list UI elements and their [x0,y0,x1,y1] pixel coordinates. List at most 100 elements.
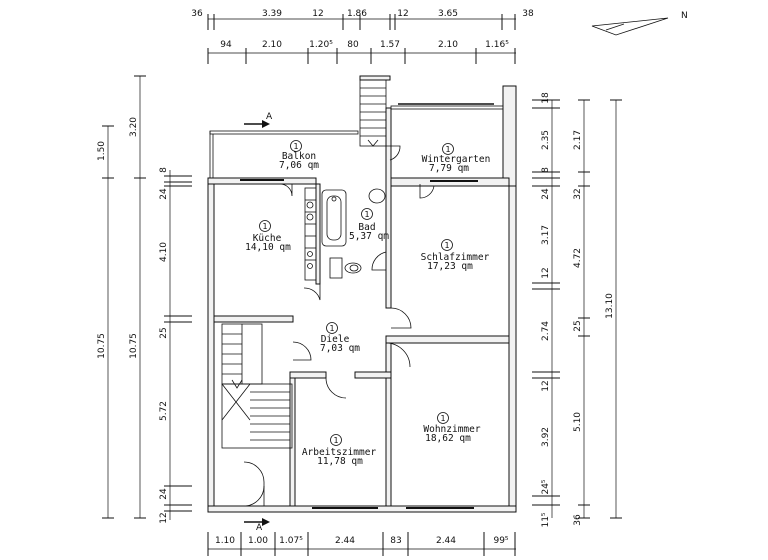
room-wintergarten: 1 Wintergarten 7,79 qm [422,143,491,174]
room-balkon: 1 Balkon 7,06 qm [279,140,319,171]
left-inner-1: 24 [159,188,169,200]
top-dim-2-3: 80 [347,40,359,50]
room-name: Bad [358,222,375,233]
right-mid-3: 25 [573,320,583,331]
room-diele: 1 Diele 7,03 qm [320,322,360,354]
right-inner-7: 12 [541,380,551,391]
right-mid-4: 5.10 [573,412,583,432]
section-marker-bottom: A [244,518,270,533]
room-area: 7,03 qm [320,343,360,354]
top-dimension-chain-2: 94 2.10 1.20⁵ 80 1.57 2.10 1.16⁵ [207,40,516,64]
right-inner-4: 3.17 [541,225,551,245]
room-schlafzimmer: 1 Schlafzimmer 17,23 qm [421,239,490,272]
section-label-top: A [266,112,273,122]
right-outer-0: 13.10 [605,293,615,319]
room-area: 18,62 qm [425,433,471,444]
top-dim-1-0: 36 [191,9,203,19]
stairs-upper [359,79,387,147]
bottom-dim-5: 2.44 [436,536,456,546]
top-dim-2-1: 2.10 [262,40,282,50]
bottom-dim-2: 1.07⁵ [279,536,303,546]
left-inner-2: 4.10 [159,242,169,262]
left-mid-1: 10.75 [129,333,139,359]
bottom-dim-3: 2.44 [335,536,355,546]
right-mid-1: 32 [573,188,583,199]
right-mid-5: 36 [573,514,583,526]
top-dim-1-6: 38 [522,9,534,19]
room-kueche: 1 Küche 14,10 qm [245,220,291,253]
left-inner-0: 8 [159,167,169,173]
room-number: 1 [329,324,334,333]
right-inner-1: 2.35 [541,130,551,150]
room-area: 7,06 qm [279,160,319,171]
top-dim-2-4: 1.57 [380,40,400,50]
left-inner-3: 25 [159,327,169,338]
room-number: 1 [445,145,450,154]
top-dim-1-2: 12 [312,9,323,19]
top-dim-1-1: 3.39 [262,9,282,19]
room-number: 1 [364,210,369,219]
room-number: 1 [293,142,298,151]
room-number: 1 [444,241,449,250]
right-mid-0: 2.17 [573,130,583,150]
right-inner-2: 8 [541,167,551,173]
room-name: Balkon [282,151,316,162]
room-wohnzimmer: 1 Wohnzimmer 18,62 qm [423,412,481,444]
right-inner-6: 2.74 [541,321,551,341]
section-label-bottom: A [256,523,263,533]
north-label: N [681,11,688,21]
bottom-dim-1: 1.00 [248,536,268,546]
room-area: 5,37 qm [349,231,389,242]
room-area: 7,79 qm [429,163,469,174]
right-inner-8: 3.92 [541,427,551,447]
room-name: Schlafzimmer [421,252,490,263]
windows [240,103,494,509]
right-inner-5: 12 [541,267,551,278]
top-dim-2-5: 2.10 [438,40,458,50]
room-bad: 1 Bad 5,37 qm [349,208,389,242]
room-area: 17,23 qm [427,261,473,272]
bathroom-fixtures [321,188,386,279]
right-inner-3: 24 [541,188,551,200]
right-inner-10: 11⁵ [541,512,551,527]
room-arbeitszimmer: 1 Arbeitszimmer 11,78 qm [302,434,377,467]
top-dim-1-5: 3.65 [438,9,458,19]
top-dimension-chain-1: 36 3.39 12 1.86 12 3.65 38 [191,9,534,30]
left-inner-5: 24 [159,488,169,500]
room-area: 14,10 qm [245,242,291,253]
section-marker-top: A [244,112,273,128]
room-number: 1 [333,436,338,445]
room-number: 1 [262,222,267,231]
bottom-dim-4: 83 [390,536,401,546]
left-outer-0: 1.50 [97,141,107,161]
kitchen-fixtures [304,187,317,281]
top-dim-1-3: 1.86 [347,9,367,19]
bottom-dim-0: 1.10 [215,536,235,546]
top-dim-2-0: 94 [220,40,232,50]
left-inner-4: 5.72 [159,401,169,421]
room-name: Wohnzimmer [423,424,480,435]
room-area: 11,78 qm [317,456,363,467]
right-mid-2: 4.72 [573,248,583,268]
left-outer-1: 10.75 [97,333,107,359]
left-inner-6: 12 [159,512,169,523]
room-name: Arbeitszimmer [302,447,377,458]
left-dimension-columns: 1.50 10.75 3.20 10.75 8 24 4.10 25 5.72 … [97,75,192,524]
right-inner-0: 18 [541,92,551,104]
room-name: Wintergarten [422,154,491,165]
top-dim-2-6: 1.16⁵ [485,40,509,50]
right-dimension-columns: 18 2.35 8 24 3.17 12 2.74 12 3.92 24⁵ 11… [532,92,622,528]
bottom-dimension-chain: 1.10 1.00 1.07⁵ 2.44 83 2.44 99⁵ [207,532,516,556]
room-name: Küche [253,233,282,244]
right-inner-9: 24⁵ [541,479,551,494]
north-arrow: N [591,11,688,36]
top-dim-2-2: 1.20⁵ [309,40,333,50]
room-number: 1 [440,414,445,423]
bottom-dim-6: 99⁵ [493,536,508,546]
left-mid-0: 3.20 [129,117,139,137]
stairs-lower [221,323,293,449]
room-name: Diele [321,334,350,345]
top-dim-1-4: 12 [397,9,408,19]
doors [243,145,435,507]
